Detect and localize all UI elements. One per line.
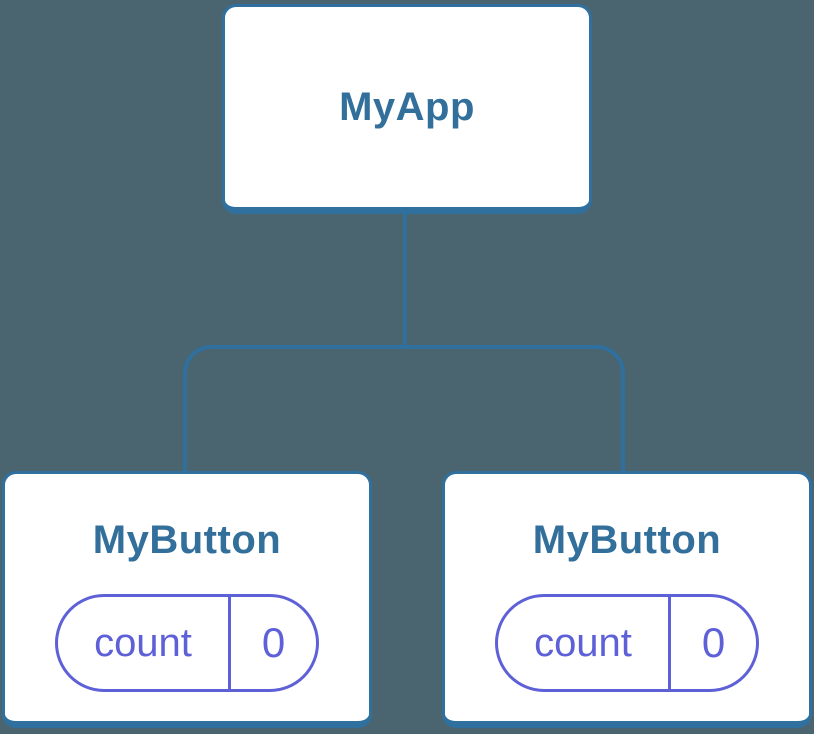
parent-connector-line xyxy=(403,213,407,346)
child-component-box-right: MyButton count 0 xyxy=(442,471,812,728)
root-component-label: MyApp xyxy=(339,84,475,129)
children-connector-bracket xyxy=(183,345,625,471)
state-pill: count 0 xyxy=(55,594,319,692)
child-component-label: MyButton xyxy=(92,518,282,562)
state-value-label: 0 xyxy=(668,597,756,689)
state-pill: count 0 xyxy=(495,594,759,692)
state-value-label: 0 xyxy=(228,597,316,689)
root-component-box: MyApp xyxy=(222,4,592,214)
child-component-box-left: MyButton count 0 xyxy=(2,471,372,728)
state-key-label: count xyxy=(534,620,632,665)
child-component-label: MyButton xyxy=(532,518,722,562)
state-key-label: count xyxy=(94,620,192,665)
